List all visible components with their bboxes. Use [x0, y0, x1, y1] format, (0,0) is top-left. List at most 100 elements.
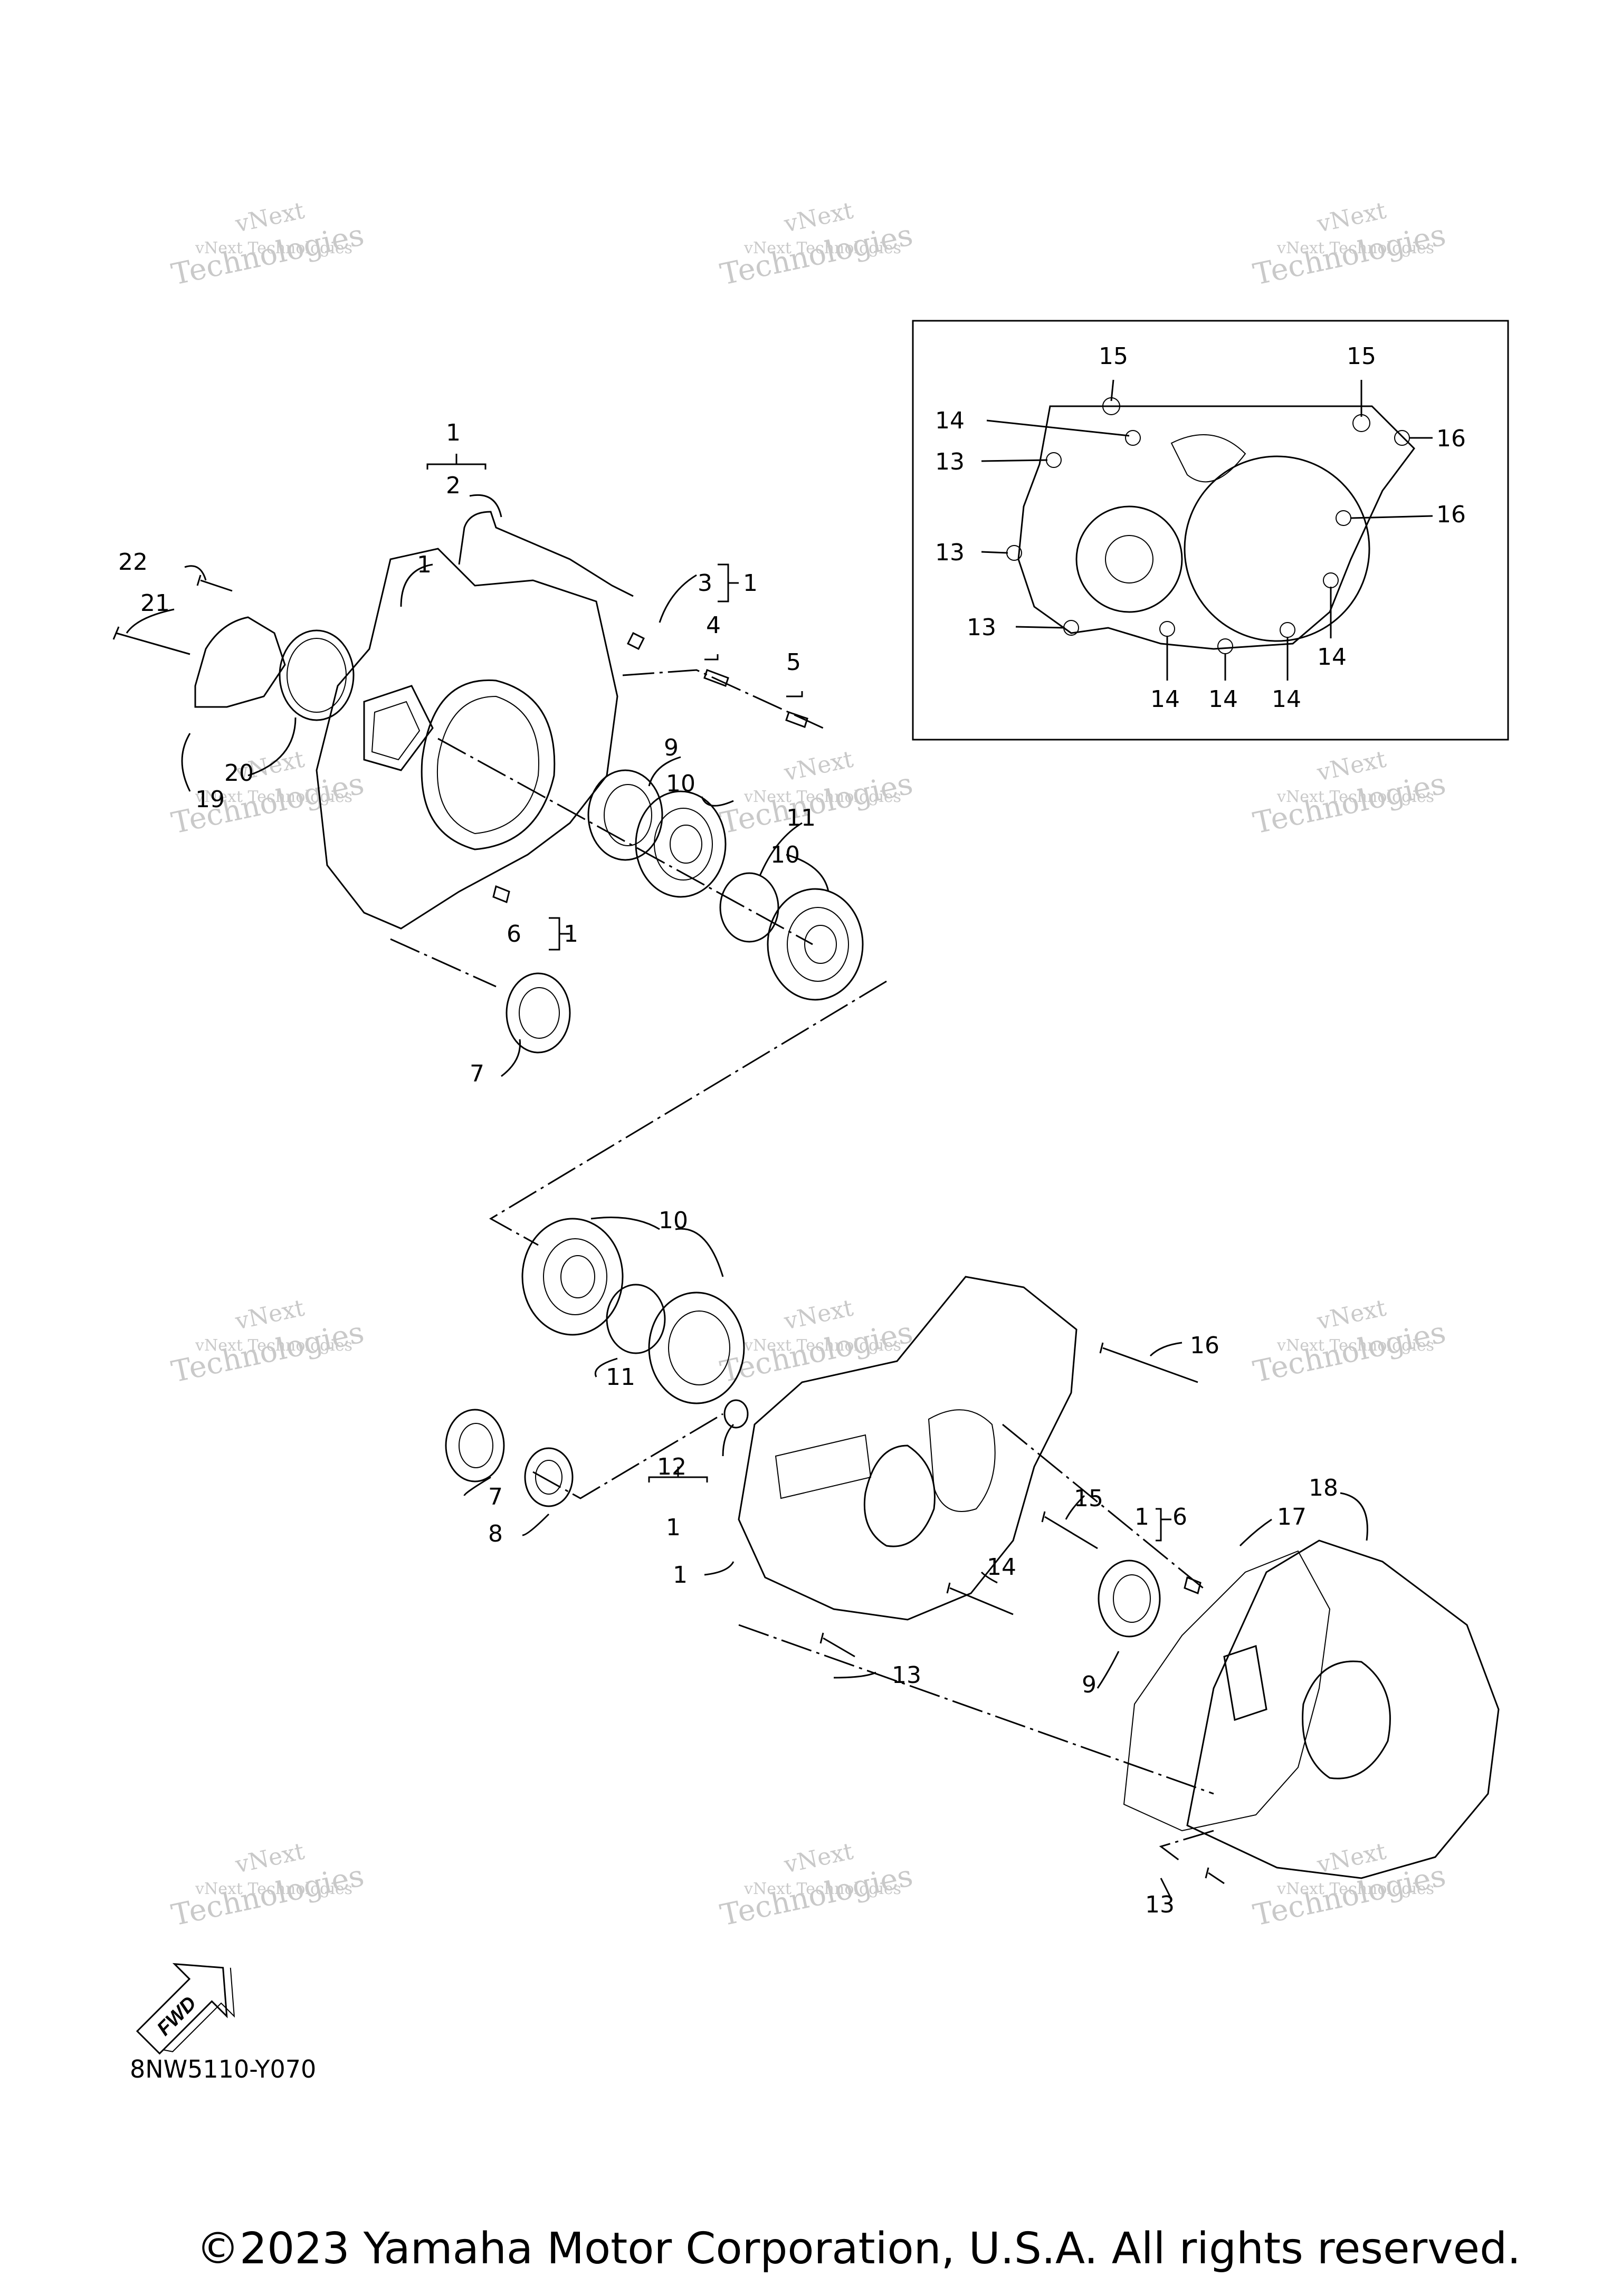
callout-6: 6 [507, 921, 521, 948]
crankcase-cover-18 [1186, 1539, 1500, 1879]
svg-text:vNext Technologies: vNext Technologies [195, 788, 352, 806]
oil-seal-9 [587, 769, 663, 861]
bearing-10 [648, 1292, 745, 1404]
svg-text:vNext Technologies: vNext Technologies [195, 1880, 352, 1898]
callout-10: 10 [770, 841, 800, 868]
left-crankcase-bore [421, 679, 556, 850]
fwd-arrow-icon: FWD [136, 1963, 235, 2055]
watermark: vNext Technologies vNext Technologies [1250, 197, 1448, 292]
callout-11: 11 [606, 1364, 635, 1391]
breather-pipe [458, 511, 634, 597]
callout-16: 16 [1436, 501, 1466, 528]
diagram-part-code: 8NW5110-Y070 [130, 2055, 317, 2083]
callout-9: 9 [1082, 1671, 1096, 1698]
callout-5: 5 [786, 649, 801, 676]
watermark: vNext Technologies vNext Technologies [168, 1294, 367, 1389]
inset-bore-right [1184, 455, 1370, 642]
dowel-pin-6 [1184, 1576, 1202, 1595]
right-crankcase-bore [863, 1444, 936, 1547]
bearing-10 [521, 1218, 624, 1336]
callout-2: 2 [446, 472, 461, 499]
watermark: vNext Technologies vNext Technologies [1250, 745, 1448, 840]
svg-text:vNext Technologies: vNext Technologies [743, 1880, 901, 1898]
watermark: vNext Technologies vNext Technologies [717, 1838, 916, 1933]
inset-bolt-hole [1323, 572, 1339, 588]
left-crankcase-half [316, 548, 618, 930]
right-crankcase-assembly: 10 11 7 8 12 1 1 13 14 15 16 1 6 9 17 18… [445, 1207, 1500, 1918]
oil-seal-8 [524, 1447, 574, 1507]
callout-1: 1 [743, 570, 758, 597]
callout-12: 12 [657, 1453, 686, 1480]
callout-15: 15 [1099, 343, 1128, 370]
watermark: vNext Technologies vNext Technologies [1250, 1294, 1448, 1389]
callout-15: 15 [1074, 1485, 1103, 1512]
bearing-10 [635, 790, 727, 898]
circlip-11 [606, 1284, 666, 1354]
callout-3: 3 [698, 570, 712, 597]
water-pipe [1223, 1645, 1267, 1721]
callout-13: 13 [935, 448, 965, 475]
callout-13: 13 [935, 539, 965, 566]
callout-18: 18 [1309, 1475, 1338, 1501]
callout-13: 13 [892, 1662, 921, 1689]
watermarks: vNext Technologies vNext Technologies vN… [168, 197, 1448, 1933]
right-crankcase-half [738, 1276, 1078, 1621]
callout-13: 13 [1145, 1891, 1175, 1918]
water-inlet-pipe [194, 616, 286, 708]
callout-8: 8 [488, 1520, 503, 1547]
water-pump-housing [363, 685, 434, 771]
svg-text:vNext Technologies: vNext Technologies [195, 1336, 352, 1355]
circlip-11 [719, 872, 779, 943]
cover-bore [1302, 1660, 1391, 1780]
inset-web [1170, 434, 1246, 483]
callout-20: 20 [224, 760, 254, 787]
inset-bolt-hole [1217, 638, 1233, 654]
callout-1: 1 [564, 921, 578, 948]
inset-bolt-hole [1394, 430, 1410, 446]
callout-14: 14 [1150, 686, 1180, 713]
oil-seal-9 [1098, 1560, 1161, 1638]
left-crankcase-assembly: 1 2 1 3 1 4 5 22 21 20 19 6 1 7 9 10 11 … [112, 419, 887, 1246]
bearing-7 [445, 1409, 505, 1482]
inset-bore-left [1075, 505, 1183, 613]
callout-4: 4 [706, 612, 721, 639]
svg-text:vNext Technologies: vNext Technologies [1276, 788, 1434, 806]
callout-19: 19 [195, 786, 225, 813]
watermark: vNext Technologies vNext Technologies [1250, 1838, 1448, 1933]
callout-7: 7 [470, 1060, 484, 1087]
bolt-22 [196, 575, 233, 592]
bearing-10 [767, 888, 864, 1001]
callout-17: 17 [1277, 1504, 1307, 1530]
bolt-13 [1205, 1867, 1225, 1884]
plug-4 [703, 669, 729, 687]
svg-text:vNext Technologies: vNext Technologies [1276, 1880, 1434, 1898]
callout-16: 16 [1436, 425, 1466, 452]
watermark: vNext Technologies vNext Technologies [168, 197, 367, 292]
bolt-15 [1041, 1511, 1098, 1549]
callout-10: 10 [659, 1207, 688, 1234]
bolt-13 [819, 1632, 855, 1658]
inset-crankcase-outline [1017, 405, 1415, 650]
bolt-14 [946, 1582, 1014, 1615]
callout-7: 7 [488, 1484, 503, 1510]
inset-frame [912, 320, 1509, 741]
callout-1: 1 [446, 419, 461, 446]
inset-bolt-hole [1159, 621, 1175, 637]
callout-1: 1 [1134, 1504, 1149, 1530]
inset-bolt-hole [1046, 452, 1062, 468]
fwd-label: FWD [153, 1992, 201, 2040]
inset-bore-left-inner [1105, 535, 1153, 583]
callout-10: 10 [666, 770, 695, 797]
bearing-7 [506, 972, 571, 1054]
callout-11: 11 [786, 805, 816, 831]
inset-bolt-hole [1125, 430, 1141, 446]
callout-14: 14 [1208, 686, 1238, 713]
o-ring-20 [279, 629, 355, 721]
callout-15: 15 [1347, 343, 1376, 370]
bolt-16 [1099, 1342, 1198, 1383]
callout-6: 6 [1172, 1504, 1187, 1530]
plug-5 [785, 711, 808, 728]
callout-13: 13 [967, 614, 996, 641]
inset-bolt-hole [1280, 622, 1295, 638]
